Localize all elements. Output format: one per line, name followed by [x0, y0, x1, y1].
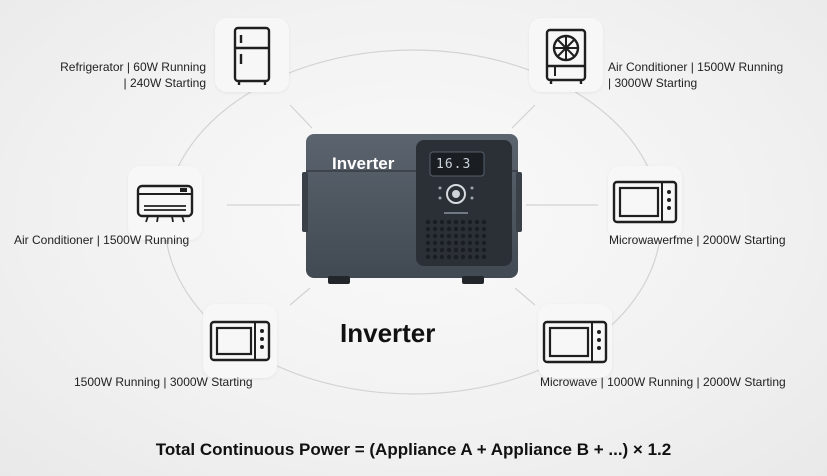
power-formula: Total Continuous Power = (Appliance A + …: [155, 440, 672, 459]
grille-hole: [453, 226, 459, 232]
grille-hole: [481, 226, 487, 232]
grille-hole: [439, 219, 445, 225]
grille-hole: [432, 240, 438, 246]
grille-hole: [446, 240, 452, 246]
label-top-left: Refrigerator | 60W Running | 240W Starti…: [60, 59, 206, 91]
grille-hole: [460, 240, 466, 246]
grille-hole: [446, 219, 452, 225]
grille-hole: [439, 240, 445, 246]
grille-hole: [474, 254, 480, 260]
grille-hole: [446, 247, 452, 253]
inverter-title: Inverter: [340, 318, 436, 348]
grille-hole: [432, 254, 438, 260]
microwave-icon: [542, 320, 608, 364]
refrigerator-icon: [233, 26, 271, 85]
label-line: | 240W Starting: [123, 76, 207, 90]
grille-hole: [432, 226, 438, 232]
grille-hole: [432, 247, 438, 253]
grille-hole: [439, 254, 445, 260]
microwave-icon: [209, 320, 271, 362]
microwave-tile-bottom-right: [538, 304, 612, 378]
label-top-right: Air Conditioner | 1500W Running | 3000W …: [608, 59, 783, 91]
label-line: Microwawerfme | 2000W Starting: [609, 233, 786, 247]
air-conditioner-icon: [545, 28, 587, 84]
grille-hole: [474, 219, 480, 225]
grille-hole: [467, 233, 473, 239]
grille-hole: [467, 254, 473, 260]
grille-hole: [467, 240, 473, 246]
microwave-icon: [612, 180, 678, 224]
grille-hole: [474, 247, 480, 253]
label-line: Air Conditioner | 1500W Running: [14, 233, 190, 247]
label-line: Refrigerator | 60W Running: [60, 60, 206, 74]
grille-hole: [425, 254, 431, 260]
grille-hole: [446, 254, 452, 260]
grille-hole: [481, 233, 487, 239]
grille-hole: [460, 219, 466, 225]
grille-hole: [453, 240, 459, 246]
grille-hole: [453, 247, 459, 253]
grille-hole: [432, 233, 438, 239]
grille-hole: [425, 233, 431, 239]
grille-hole: [439, 247, 445, 253]
grille-hole: [453, 233, 459, 239]
grille-hole: [453, 254, 459, 260]
grille-hole: [460, 247, 466, 253]
refrigerator-tile: [215, 18, 289, 92]
grille-hole: [460, 233, 466, 239]
label-line: 1500W Running | 3000W Starting: [74, 375, 253, 389]
grille-hole: [467, 247, 473, 253]
grille-hole: [439, 226, 445, 232]
grille-hole: [425, 219, 431, 225]
microwave-tile-mid: [608, 166, 682, 240]
grille-hole: [446, 226, 452, 232]
microwave-tile-bottom-left: [203, 304, 277, 378]
grille-hole: [460, 254, 466, 260]
label-line: Air Conditioner | 1500W Running: [608, 60, 784, 74]
label-line: Microwave | 1000W Running | 2000W Starti…: [540, 375, 786, 389]
device-display: 16.3: [436, 157, 472, 172]
grille-hole: [481, 254, 487, 260]
grille-hole: [439, 233, 445, 239]
label-mid-left: Air Conditioner | 1500W Running: [14, 232, 189, 248]
wall-ac-tile: [128, 166, 202, 240]
label-line: | 3000W Starting: [608, 76, 698, 90]
grille-hole: [453, 219, 459, 225]
grille-hole: [467, 219, 473, 225]
grille-hole: [446, 233, 452, 239]
device-brand-label: Inverter: [332, 154, 395, 173]
grille-hole: [481, 247, 487, 253]
grille-hole: [474, 240, 480, 246]
air-conditioner-tile: [529, 18, 603, 92]
wall-ac-icon: [136, 184, 194, 223]
label-mid-right: Microwawerfme | 2000W Starting: [609, 232, 786, 248]
grille-hole: [432, 219, 438, 225]
grille-hole: [474, 226, 480, 232]
grille-hole: [481, 219, 487, 225]
grille-hole: [467, 226, 473, 232]
grille-hole: [425, 247, 431, 253]
label-bottom-left: 1500W Running | 3000W Starting: [74, 374, 253, 390]
grille-hole: [474, 233, 480, 239]
grille-hole: [460, 226, 466, 232]
label-bottom-right: Microwave | 1000W Running | 2000W Starti…: [540, 374, 786, 390]
grille-hole: [425, 240, 431, 246]
inverter-device: [302, 134, 522, 284]
grille-hole: [425, 226, 431, 232]
grille-hole: [481, 240, 487, 246]
